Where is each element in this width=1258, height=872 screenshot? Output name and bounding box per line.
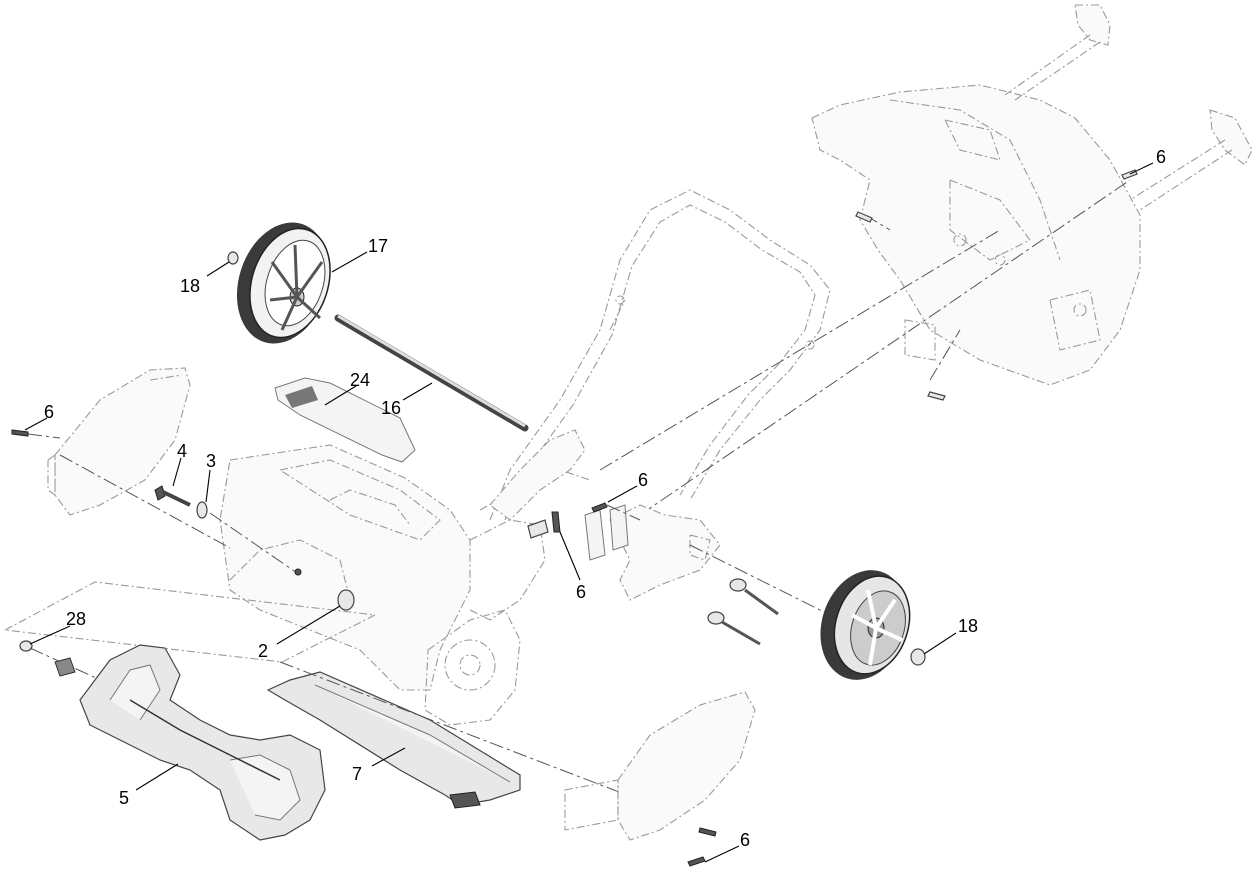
scraper-7 — [266, 671, 521, 809]
ghost-left-side-cover — [47, 367, 191, 516]
callout-28: 28 — [66, 609, 86, 629]
ghost-right-side-cover — [564, 691, 756, 841]
fasteners — [11, 429, 926, 867]
callout-6-center: 6 — [638, 470, 648, 490]
callout-18-lower: 18 — [958, 616, 978, 636]
auger-5 — [3, 581, 641, 841]
callout-7: 7 — [352, 764, 362, 784]
callout-6-bottom: 6 — [740, 830, 750, 850]
callout-4: 4 — [177, 441, 187, 461]
callout-18-upper: 18 — [180, 276, 200, 296]
decal-24 — [274, 377, 416, 463]
callout-3: 3 — [206, 451, 216, 471]
callout-2: 2 — [258, 641, 268, 661]
callout-24: 24 — [350, 370, 370, 390]
housing — [219, 444, 591, 726]
callout-labels: 6 17 18 24 16 6 4 3 6 6 28 2 18 7 5 6 — [44, 147, 1166, 850]
axle-16 — [334, 314, 529, 432]
callout-16: 16 — [381, 398, 401, 418]
callout-17: 17 — [368, 236, 388, 256]
washer-18-upper — [227, 251, 239, 265]
wheel-lower — [820, 570, 911, 680]
callout-6-pin: 6 — [576, 582, 586, 602]
callout-5: 5 — [119, 788, 129, 808]
leader-lines — [24, 162, 1154, 863]
callout-6-left: 6 — [44, 402, 54, 422]
wheel-17 — [236, 222, 331, 344]
ghost-handle-assembly — [489, 4, 1253, 521]
callout-6-top-right: 6 — [1156, 147, 1166, 167]
handle-brackets — [489, 429, 721, 601]
